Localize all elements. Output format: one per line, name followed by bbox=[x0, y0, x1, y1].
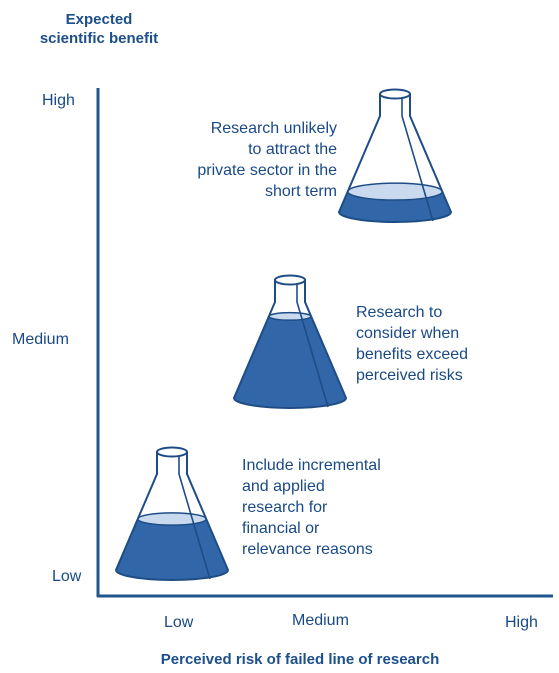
y-axis-title-line-1: Expected bbox=[65, 11, 133, 28]
axes bbox=[96, 88, 553, 598]
flask-outline bbox=[338, 94, 452, 223]
flask-low-label-line-5: relevance reasons bbox=[242, 541, 373, 558]
flask-rim bbox=[156, 446, 188, 458]
y-axis-title-line-2: scientific benefit bbox=[39, 30, 159, 47]
flask-low-label-line-3: research for bbox=[242, 499, 328, 516]
x-tick-low: Low bbox=[164, 614, 194, 631]
flask-medium-label: Research to consider when benefits excee… bbox=[356, 302, 468, 386]
flask-low-label: Include incremental and applied research… bbox=[242, 455, 381, 560]
flask-liquid bbox=[339, 191, 451, 222]
flask-low-label-line-2: and applied bbox=[242, 478, 325, 495]
x-axis-title: Perceived risk of failed line of researc… bbox=[160, 651, 440, 668]
flask-low-label-line-1: Include incremental bbox=[242, 457, 381, 474]
y-tick-medium: Medium bbox=[12, 331, 69, 348]
flask-medium-label-line-1: Research to bbox=[356, 304, 443, 321]
flask-low-benefit bbox=[115, 446, 229, 581]
x-tick-high: High bbox=[505, 614, 538, 631]
x-tick-medium: Medium bbox=[292, 612, 349, 629]
flask-high-label-line-4: short term bbox=[264, 183, 337, 200]
flask-high-label-line-2: to attract the bbox=[248, 141, 337, 158]
flask-high-label: Research unlikely to attract the private… bbox=[197, 118, 337, 202]
flask-outline bbox=[233, 280, 347, 409]
flask-high-label-line-1: Research unlikely bbox=[210, 120, 337, 137]
flask-rim bbox=[379, 88, 411, 100]
flask-liquid bbox=[116, 519, 228, 580]
flask-medium-label-line-2: consider when bbox=[356, 325, 460, 342]
flask-medium-label-line-3: benefits exceed bbox=[356, 346, 469, 363]
flask-rim bbox=[274, 274, 306, 286]
flask-liquid-surface bbox=[268, 311, 312, 321]
y-tick-high: High bbox=[42, 92, 75, 109]
flask-outline bbox=[115, 452, 229, 581]
flask-liquid-surface bbox=[137, 512, 207, 526]
flask-inner-edge bbox=[296, 284, 329, 408]
flask-inner-edge bbox=[401, 98, 434, 222]
flask-liquid-surface bbox=[346, 182, 444, 201]
y-tick-low: Low bbox=[52, 568, 82, 585]
flask-low-label-line-4: financial or bbox=[242, 520, 320, 537]
flask-inner-edge bbox=[178, 456, 211, 580]
y-axis-title: Expected scientific benefit bbox=[24, 10, 174, 48]
flask-medium-label-line-4: perceived risks bbox=[356, 367, 463, 384]
flask-high-benefit bbox=[338, 88, 452, 223]
flask-medium-benefit bbox=[233, 274, 347, 409]
flask-high-label-line-3: private sector in the bbox=[197, 162, 337, 179]
flask-liquid bbox=[234, 316, 346, 408]
